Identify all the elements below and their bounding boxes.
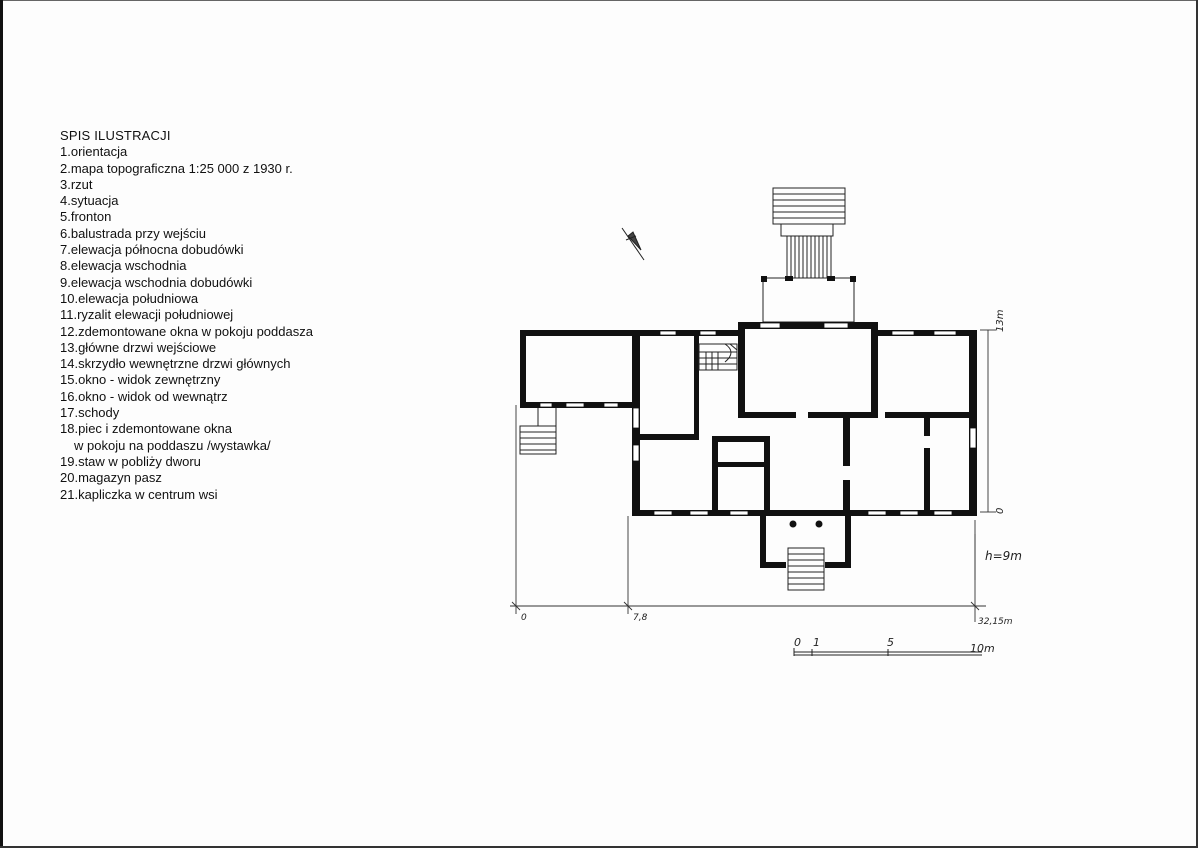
list-item: 9.elewacja wschodnia dobudówki <box>60 274 253 290</box>
interior-staircase <box>698 343 738 371</box>
north-arrow-icon <box>621 227 645 261</box>
sheet-edge-bottom <box>0 846 1198 848</box>
list-item: 10.elewacja południowa <box>60 290 199 306</box>
porch <box>787 520 825 591</box>
terrace-posts <box>761 276 856 282</box>
list-item: 5.fronton <box>60 209 112 225</box>
north-stairs <box>762 187 855 323</box>
list-item: 7.elewacja północna dobudówki <box>60 242 244 258</box>
dim-height-total: h=9m <box>985 549 1022 563</box>
dimension-lines <box>510 329 996 622</box>
list-item: 14.skrzydło wewnętrzne drzwi głównych <box>60 356 291 372</box>
list-item: 21.kapliczka w centrum wsi <box>60 486 218 502</box>
list-item: 17.schody <box>60 405 120 421</box>
walls <box>520 322 977 568</box>
list-item: 8.elewacja wschodnia <box>60 258 187 274</box>
sheet-edge-top <box>0 0 1198 1</box>
scale-bar <box>793 648 982 656</box>
list-item: 3.rzut <box>60 176 93 192</box>
list-item: 4.sytuacja <box>60 193 119 209</box>
list-item: 6.balustrada przy wejściu <box>60 225 206 241</box>
list-item-continuation: w pokoju na poddaszu /wystawka/ <box>74 437 271 453</box>
dim-mid-mark: 7,8 <box>633 613 648 623</box>
scale-tick-10: 10m <box>970 642 995 655</box>
list-item: 13.główne drzwi wejściowe <box>60 339 217 355</box>
dim-height-zero: 0 <box>995 508 1006 514</box>
sheet-edge-left <box>0 0 3 848</box>
list-item: 15.okno - widok zewnętrzny <box>60 372 221 388</box>
list-item: 2.mapa topograficzna 1:25 000 z 1930 r. <box>60 160 293 176</box>
scale-tick-5: 5 <box>887 636 894 649</box>
list-item: 18.piec i zdemontowane okna <box>60 421 233 437</box>
list-item: 11.ryzalit elewacji południowej <box>60 307 234 323</box>
list-item: 12.zdemontowane okna w pokoju poddasza <box>60 323 313 339</box>
dim-left-end: 0 <box>521 613 527 623</box>
list-item: 1.orientacja <box>60 144 128 160</box>
scale-tick-1: 1 <box>813 636 820 649</box>
sheet-edge-right <box>1196 0 1198 848</box>
dim-height-top: 13m <box>995 309 1006 332</box>
illustration-list: SPIS ILUSTRACJI 1.orientacja 2.mapa topo… <box>60 128 313 503</box>
annex-stairs <box>519 408 557 455</box>
list-item: 20.magazyn pasz <box>60 470 162 486</box>
list-item: 19.staw w pobliży dworu <box>60 453 201 469</box>
dim-right-end: 32,15m <box>978 617 1013 627</box>
list-item: 16.okno - widok od wewnątrz <box>60 388 228 404</box>
windows <box>539 322 977 516</box>
illustration-list-title: SPIS ILUSTRACJI <box>60 128 171 143</box>
scale-tick-0: 0 <box>794 636 801 649</box>
